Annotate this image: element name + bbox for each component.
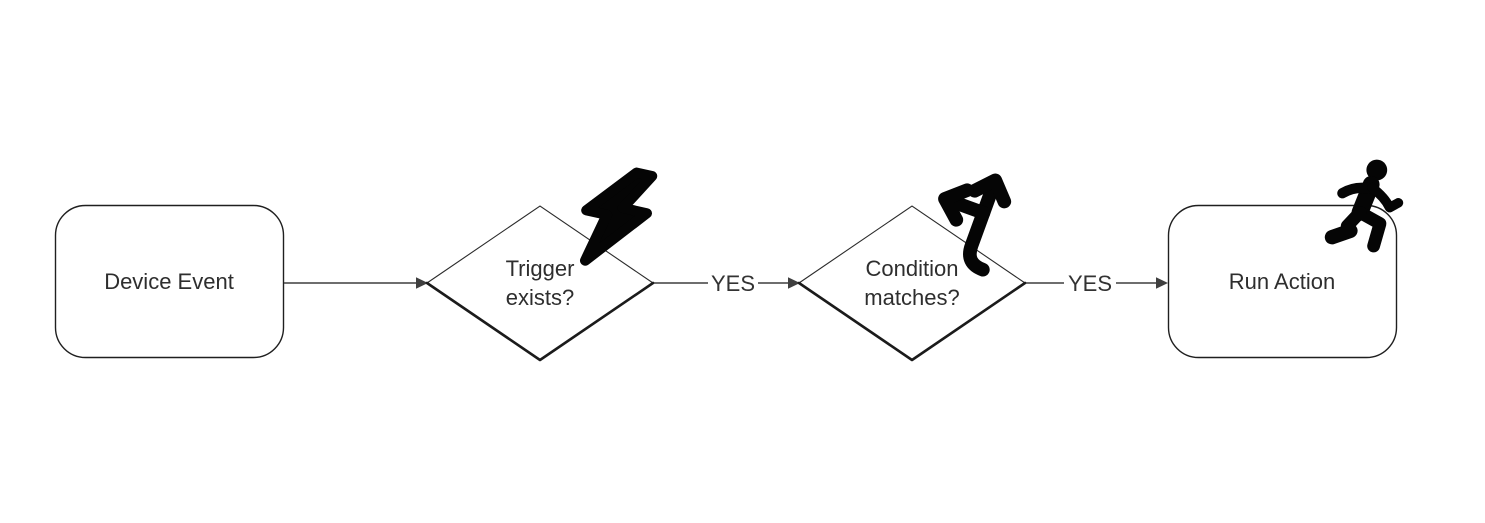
node-condition-matches-shape (797, 205, 1027, 362)
arrowhead-icon (1156, 277, 1168, 289)
node-device-event-shape (54, 204, 285, 359)
edge-device-to-trigger (284, 277, 428, 289)
edge-condition-to-run (1026, 277, 1168, 289)
person-running-icon (1324, 159, 1404, 253)
arrowhead-icon (416, 277, 428, 289)
arrowhead-icon (788, 277, 800, 289)
node-run-action-shape (1167, 204, 1398, 359)
lightning-bolt-icon (579, 167, 658, 266)
split-arrows-icon (938, 173, 1012, 277)
edge-trigger-to-condition (654, 277, 800, 289)
